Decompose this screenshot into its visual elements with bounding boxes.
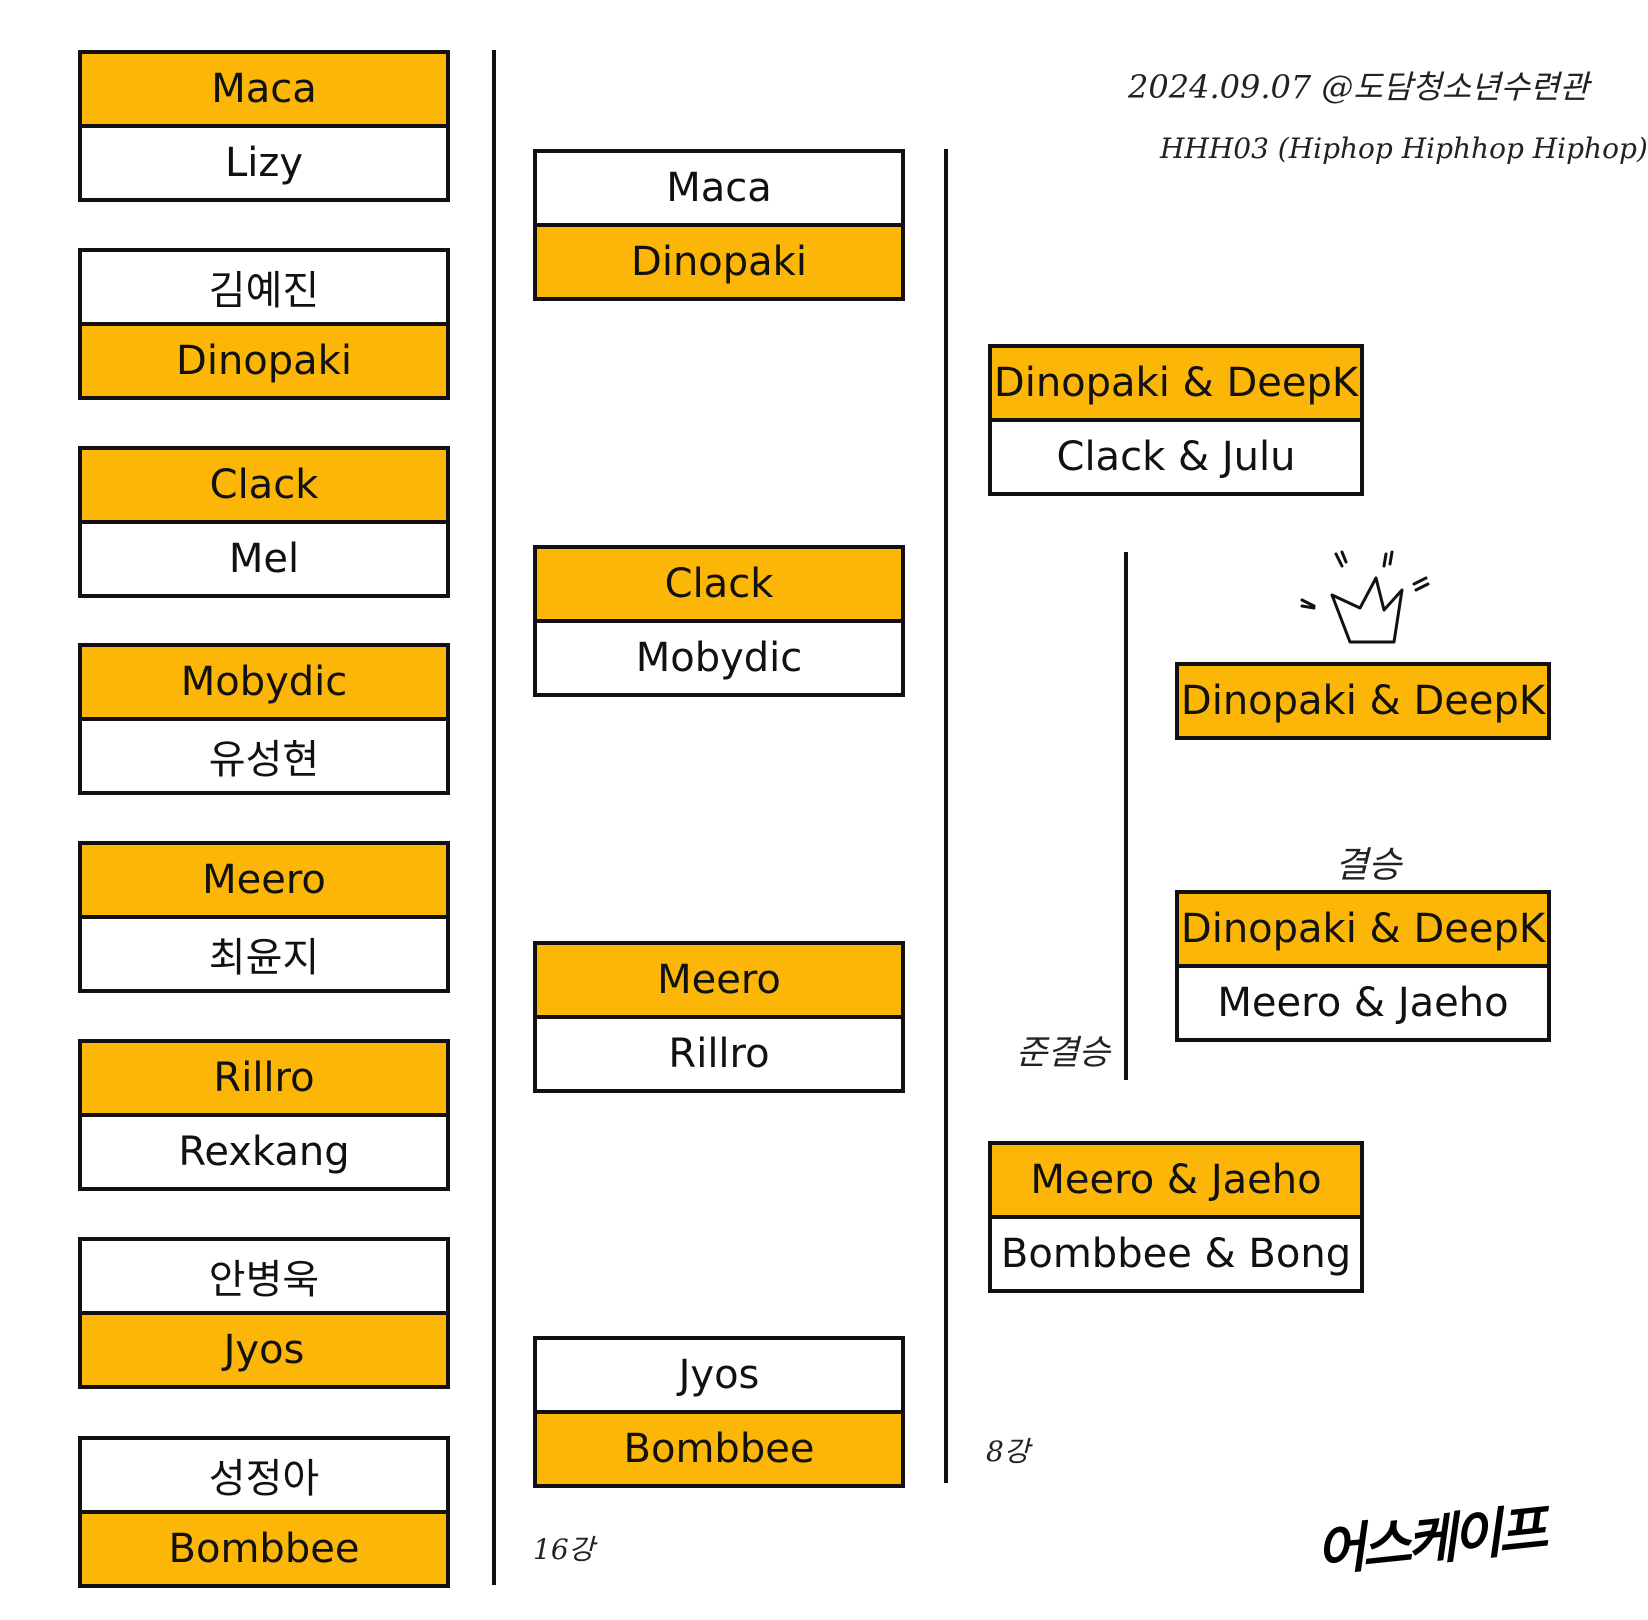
match-slot: Bombbee & Bong [992,1215,1360,1289]
crown-icon [1300,550,1430,644]
round16-match-8: 성정아 Bombbee [78,1436,450,1588]
match-slot: 안병욱 [208,1257,320,1303]
match-slot: Mobydic [537,619,901,693]
round16-match-2: 김예진 Dinopaki [78,248,450,400]
match-slot-winner: Rillro [82,1043,446,1113]
match-slot-winner: Clack [537,549,901,619]
round8-match-4: Jyos Bombbee [533,1336,905,1488]
signature-logo: 어스케이프 [1312,1496,1547,1584]
match-slot-winner: Bombbee [537,1410,901,1484]
match-slot: Lizy [82,124,446,198]
match-slot: 유성현 [82,717,446,791]
semifinal-divider [1124,552,1128,1080]
match-slot-winner: Mobydic [82,647,446,717]
round16-match-5: Meero 최윤지 [78,841,450,993]
round8-label: 8강 [986,1435,1030,1468]
match-slot-winner: Dinopaki [82,322,446,396]
match-slot-winner: Dinopaki & DeepK [1179,894,1547,964]
match-slot: Meero & Jaeho [1179,964,1547,1038]
round16-label: 16강 [533,1533,595,1566]
match-slot: 최윤지 [82,915,446,989]
match-slot-winner: Dinopaki & DeepK [992,348,1360,418]
match-slot: Mel [82,520,446,594]
match-slot-winner: Meero [82,845,446,915]
match-slot-winner: Maca [82,54,446,124]
champion-name: Dinopaki & DeepK [1179,666,1547,736]
final-label: 결승 [1335,845,1402,886]
round8-match-1: Maca Dinopaki [533,149,905,301]
round8-match-2: Clack Mobydic [533,545,905,697]
match-slot-winner: Clack [82,450,446,520]
round16-match-1: Maca Lizy [78,50,450,202]
match-slot-winner: Dinopaki [537,223,901,297]
match-slot-winner: Jyos [82,1311,446,1385]
round16-match-6: Rillro Rexkang [78,1039,450,1191]
match-slot-winner: Bombbee [82,1510,446,1584]
match-slot: 김예진 [208,268,320,314]
match-slot: Jyos [678,1352,760,1398]
final-match: Dinopaki & DeepK Meero & Jaeho [1175,890,1551,1042]
event-title-note: HHH03 (Hiphop Hiphhop Hiphop) [1160,132,1648,165]
round16-divider [492,50,496,1585]
champion-box: Dinopaki & DeepK [1175,662,1551,740]
round8-match-3: Meero Rillro [533,941,905,1093]
match-slot: 성정아 [208,1456,320,1502]
round16-match-4: Mobydic 유성현 [78,643,450,795]
match-slot: Maca [666,165,772,211]
round16-match-7: 안병욱 Jyos [78,1237,450,1389]
match-slot: Rillro [537,1015,901,1089]
match-slot-winner: Meero & Jaeho [992,1145,1360,1215]
semifinal-label: 준결승 [1016,1033,1110,1073]
match-slot: Clack & Julu [992,418,1360,492]
semifinal-match-2: Meero & Jaeho Bombbee & Bong [988,1141,1364,1293]
match-slot: Rexkang [82,1113,446,1187]
semifinal-match-1: Dinopaki & DeepK Clack & Julu [988,344,1364,496]
date-venue-note: 2024.09.07 @도담청소년수련관 [1128,68,1589,106]
round16-match-3: Clack Mel [78,446,450,598]
match-slot-winner: Meero [537,945,901,1015]
round8-divider [944,149,948,1483]
